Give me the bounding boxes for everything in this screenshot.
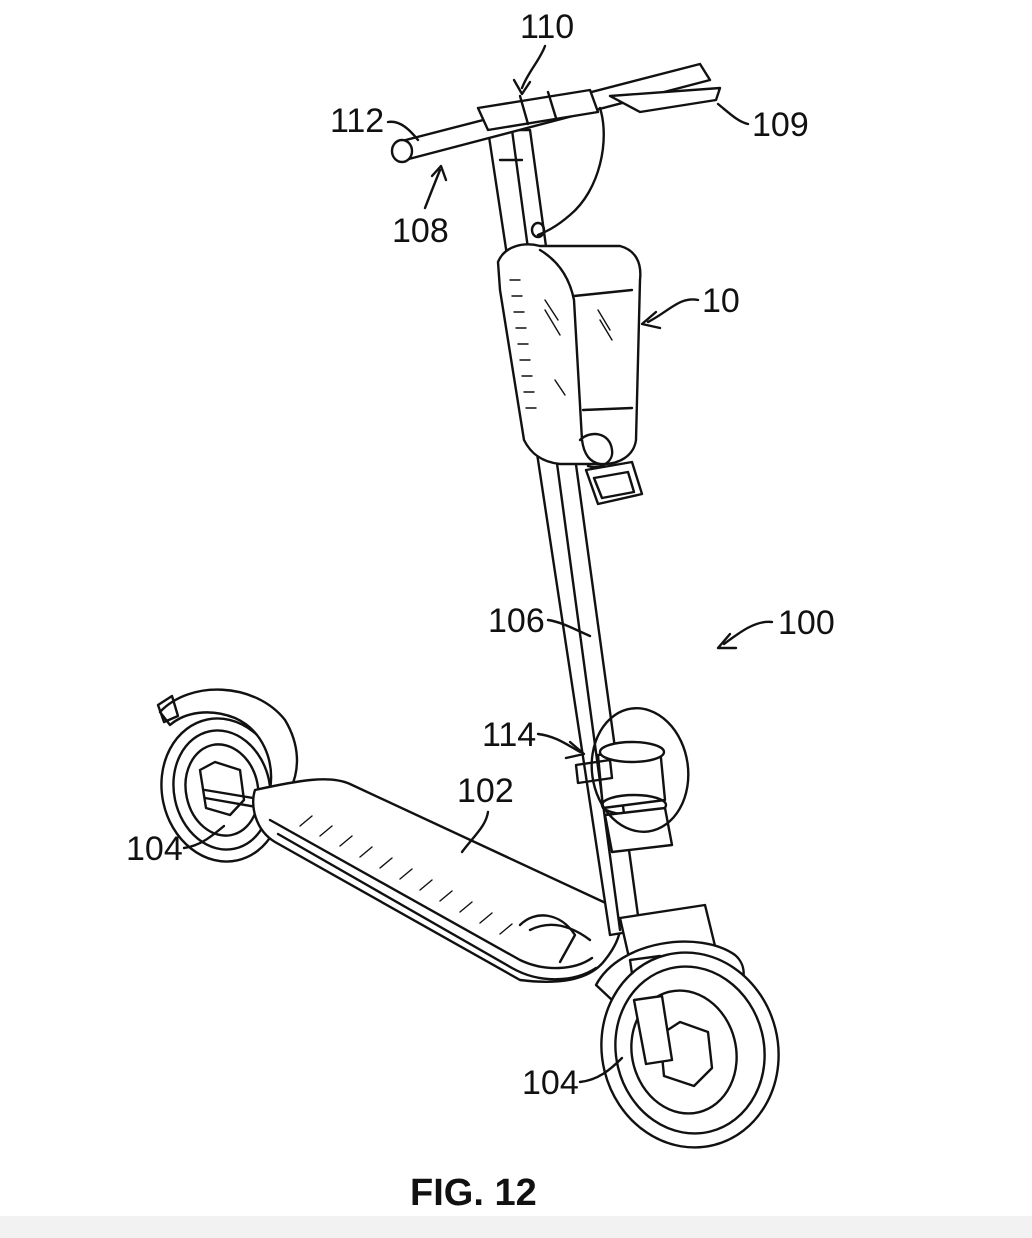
front-wheel bbox=[600, 951, 780, 1149]
leader-109 bbox=[716, 102, 750, 126]
deck bbox=[252, 778, 622, 983]
leader-114 bbox=[536, 732, 582, 754]
folding-clamp bbox=[574, 707, 690, 854]
leader-10 bbox=[646, 298, 700, 324]
label-10: 10 bbox=[702, 282, 740, 320]
leader-108 bbox=[423, 168, 442, 210]
leader-104-front bbox=[578, 1056, 624, 1084]
label-109: 109 bbox=[752, 106, 809, 144]
label-106-group: 106 bbox=[488, 602, 592, 640]
leader-102 bbox=[460, 810, 490, 854]
device-scale-ticks bbox=[509, 279, 537, 409]
label-112: 112 bbox=[330, 102, 384, 140]
label-100: 100 bbox=[778, 604, 835, 642]
label-102-group: 102 bbox=[457, 772, 514, 854]
figure-caption: FIG. 12 bbox=[410, 1172, 537, 1214]
label-106: 106 bbox=[488, 602, 545, 640]
label-104-front: 104 bbox=[522, 1064, 579, 1102]
leader-110 bbox=[520, 44, 547, 90]
label-108: 108 bbox=[392, 212, 449, 250]
label-104a-group: 104 bbox=[126, 824, 226, 868]
label-104b-group: 104 bbox=[522, 1056, 624, 1102]
leader-104-rear bbox=[182, 824, 226, 850]
label-112-group: 112 bbox=[330, 102, 420, 142]
label-110: 110 bbox=[520, 8, 574, 46]
label-114: 114 bbox=[482, 716, 536, 754]
leader-106 bbox=[546, 618, 592, 638]
label-110-group: 110 bbox=[512, 8, 574, 96]
phone-holder-device bbox=[496, 243, 644, 506]
label-10-group: 10 bbox=[640, 282, 740, 330]
label-108-group: 108 bbox=[392, 164, 449, 250]
leader-100 bbox=[722, 620, 774, 646]
label-104-rear: 104 bbox=[126, 830, 183, 868]
handlebar bbox=[390, 62, 722, 239]
label-102: 102 bbox=[457, 772, 514, 810]
label-100-group: 100 bbox=[716, 604, 835, 650]
deck-grip-lines bbox=[299, 815, 513, 935]
leader-112 bbox=[386, 120, 420, 142]
label-114-group: 114 bbox=[482, 716, 586, 760]
label-109-group: 109 bbox=[716, 102, 809, 144]
bottom-margin-band bbox=[0, 1216, 1032, 1238]
